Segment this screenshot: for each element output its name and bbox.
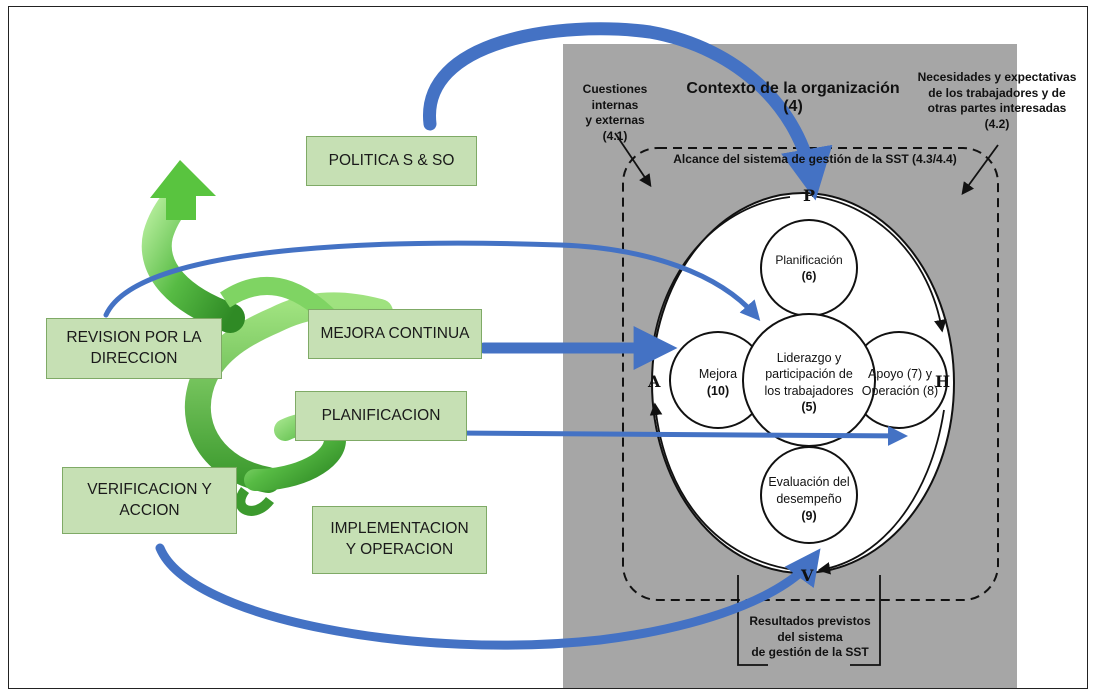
context-title-text: Contexto de la organización	[686, 80, 900, 97]
cycle-p-label: P	[803, 186, 816, 205]
planificacion-box-label: PLANIFICACION	[321, 406, 441, 424]
verificacion-box: VERIFICACION Y ACCION	[62, 467, 237, 534]
cycle-v-label: V	[801, 566, 814, 585]
evaluacion-line2: desempeño	[776, 491, 842, 506]
liderazgo-line2: participación de	[765, 367, 853, 382]
mejora-circle-label: Mejora	[698, 367, 738, 381]
evaluacion-line1: Evaluación del	[768, 475, 850, 489]
apoyo-line2: Operación (8)	[861, 383, 939, 398]
evaluacion-num: (9)	[801, 508, 817, 523]
apoyo-circle: Apoyo (7) y Operación (8)	[850, 366, 950, 400]
resultados-line2: del sistema	[777, 629, 843, 644]
needs-ref: (4.2)	[984, 116, 1010, 131]
mejora-continua-label: MEJORA CONTINUA	[320, 324, 470, 342]
liderazgo-num: (5)	[801, 399, 817, 414]
scope-label: Alcance del sistema de gestión de la SST…	[673, 152, 957, 166]
revision-box: REVISION POR LA DIRECCION	[46, 318, 222, 379]
revision-label: REVISION POR LA DIRECCION	[66, 328, 202, 367]
implementacion-label: IMPLEMENTACION Y OPERACION	[330, 520, 469, 558]
planificacion-box: PLANIFICACION	[295, 391, 467, 441]
verificacion-label: VERIFICACION Y ACCION	[87, 480, 212, 519]
liderazgo-circle: Liderazgo y participación de los trabaja…	[755, 350, 863, 415]
cycle-a-label: A	[648, 372, 661, 391]
mejora-continua-box: MEJORA CONTINUA	[308, 309, 482, 359]
planificacion-circle-label: Planificación	[775, 253, 843, 267]
planificacion-circle-num: (6)	[801, 269, 817, 284]
resultados-label: Resultados previstos del sistema de gest…	[740, 614, 880, 661]
needs-line1: Necesidades y expectativas	[917, 70, 1077, 84]
politica-label: POLITICA S & SO	[328, 151, 455, 169]
planificacion-circle: Planificación (6)	[761, 252, 857, 284]
needs-line3: otras partes interesadas	[927, 101, 1067, 116]
mejora-circle: Mejora (10)	[678, 366, 758, 400]
politica-box: POLITICA S & SO	[306, 136, 477, 186]
liderazgo-line3: los trabajadores	[764, 383, 854, 398]
resultados-line1: Resultados previstos	[749, 614, 871, 628]
stakeholder-needs: Necesidades y expectativas de los trabaj…	[912, 70, 1082, 132]
resultados-line3: de gestión de la SST	[751, 645, 869, 660]
needs-line2: de los trabajadores y de	[928, 85, 1066, 100]
evaluacion-circle: Evaluación del desempeño (9)	[759, 474, 859, 525]
mejora-circle-num: (10)	[706, 383, 730, 398]
liderazgo-line1: Liderazgo y	[776, 351, 842, 365]
cycle-h-label: H	[935, 372, 951, 391]
internal-external-line2: y externas	[585, 113, 645, 128]
internal-external-issues: Cuestiones internas y externas (4.1)	[565, 82, 665, 144]
internal-external-line1: Cuestiones internas	[582, 82, 648, 112]
blue-arrows	[103, 22, 908, 650]
internal-external-ref: (4.1)	[602, 128, 628, 143]
implementacion-box: IMPLEMENTACION Y OPERACION	[312, 506, 487, 574]
context-title: Contexto de la organización (4)	[668, 80, 918, 116]
apoyo-line1: Apoyo (7) y	[868, 367, 932, 381]
context-number: (4)	[783, 98, 803, 115]
